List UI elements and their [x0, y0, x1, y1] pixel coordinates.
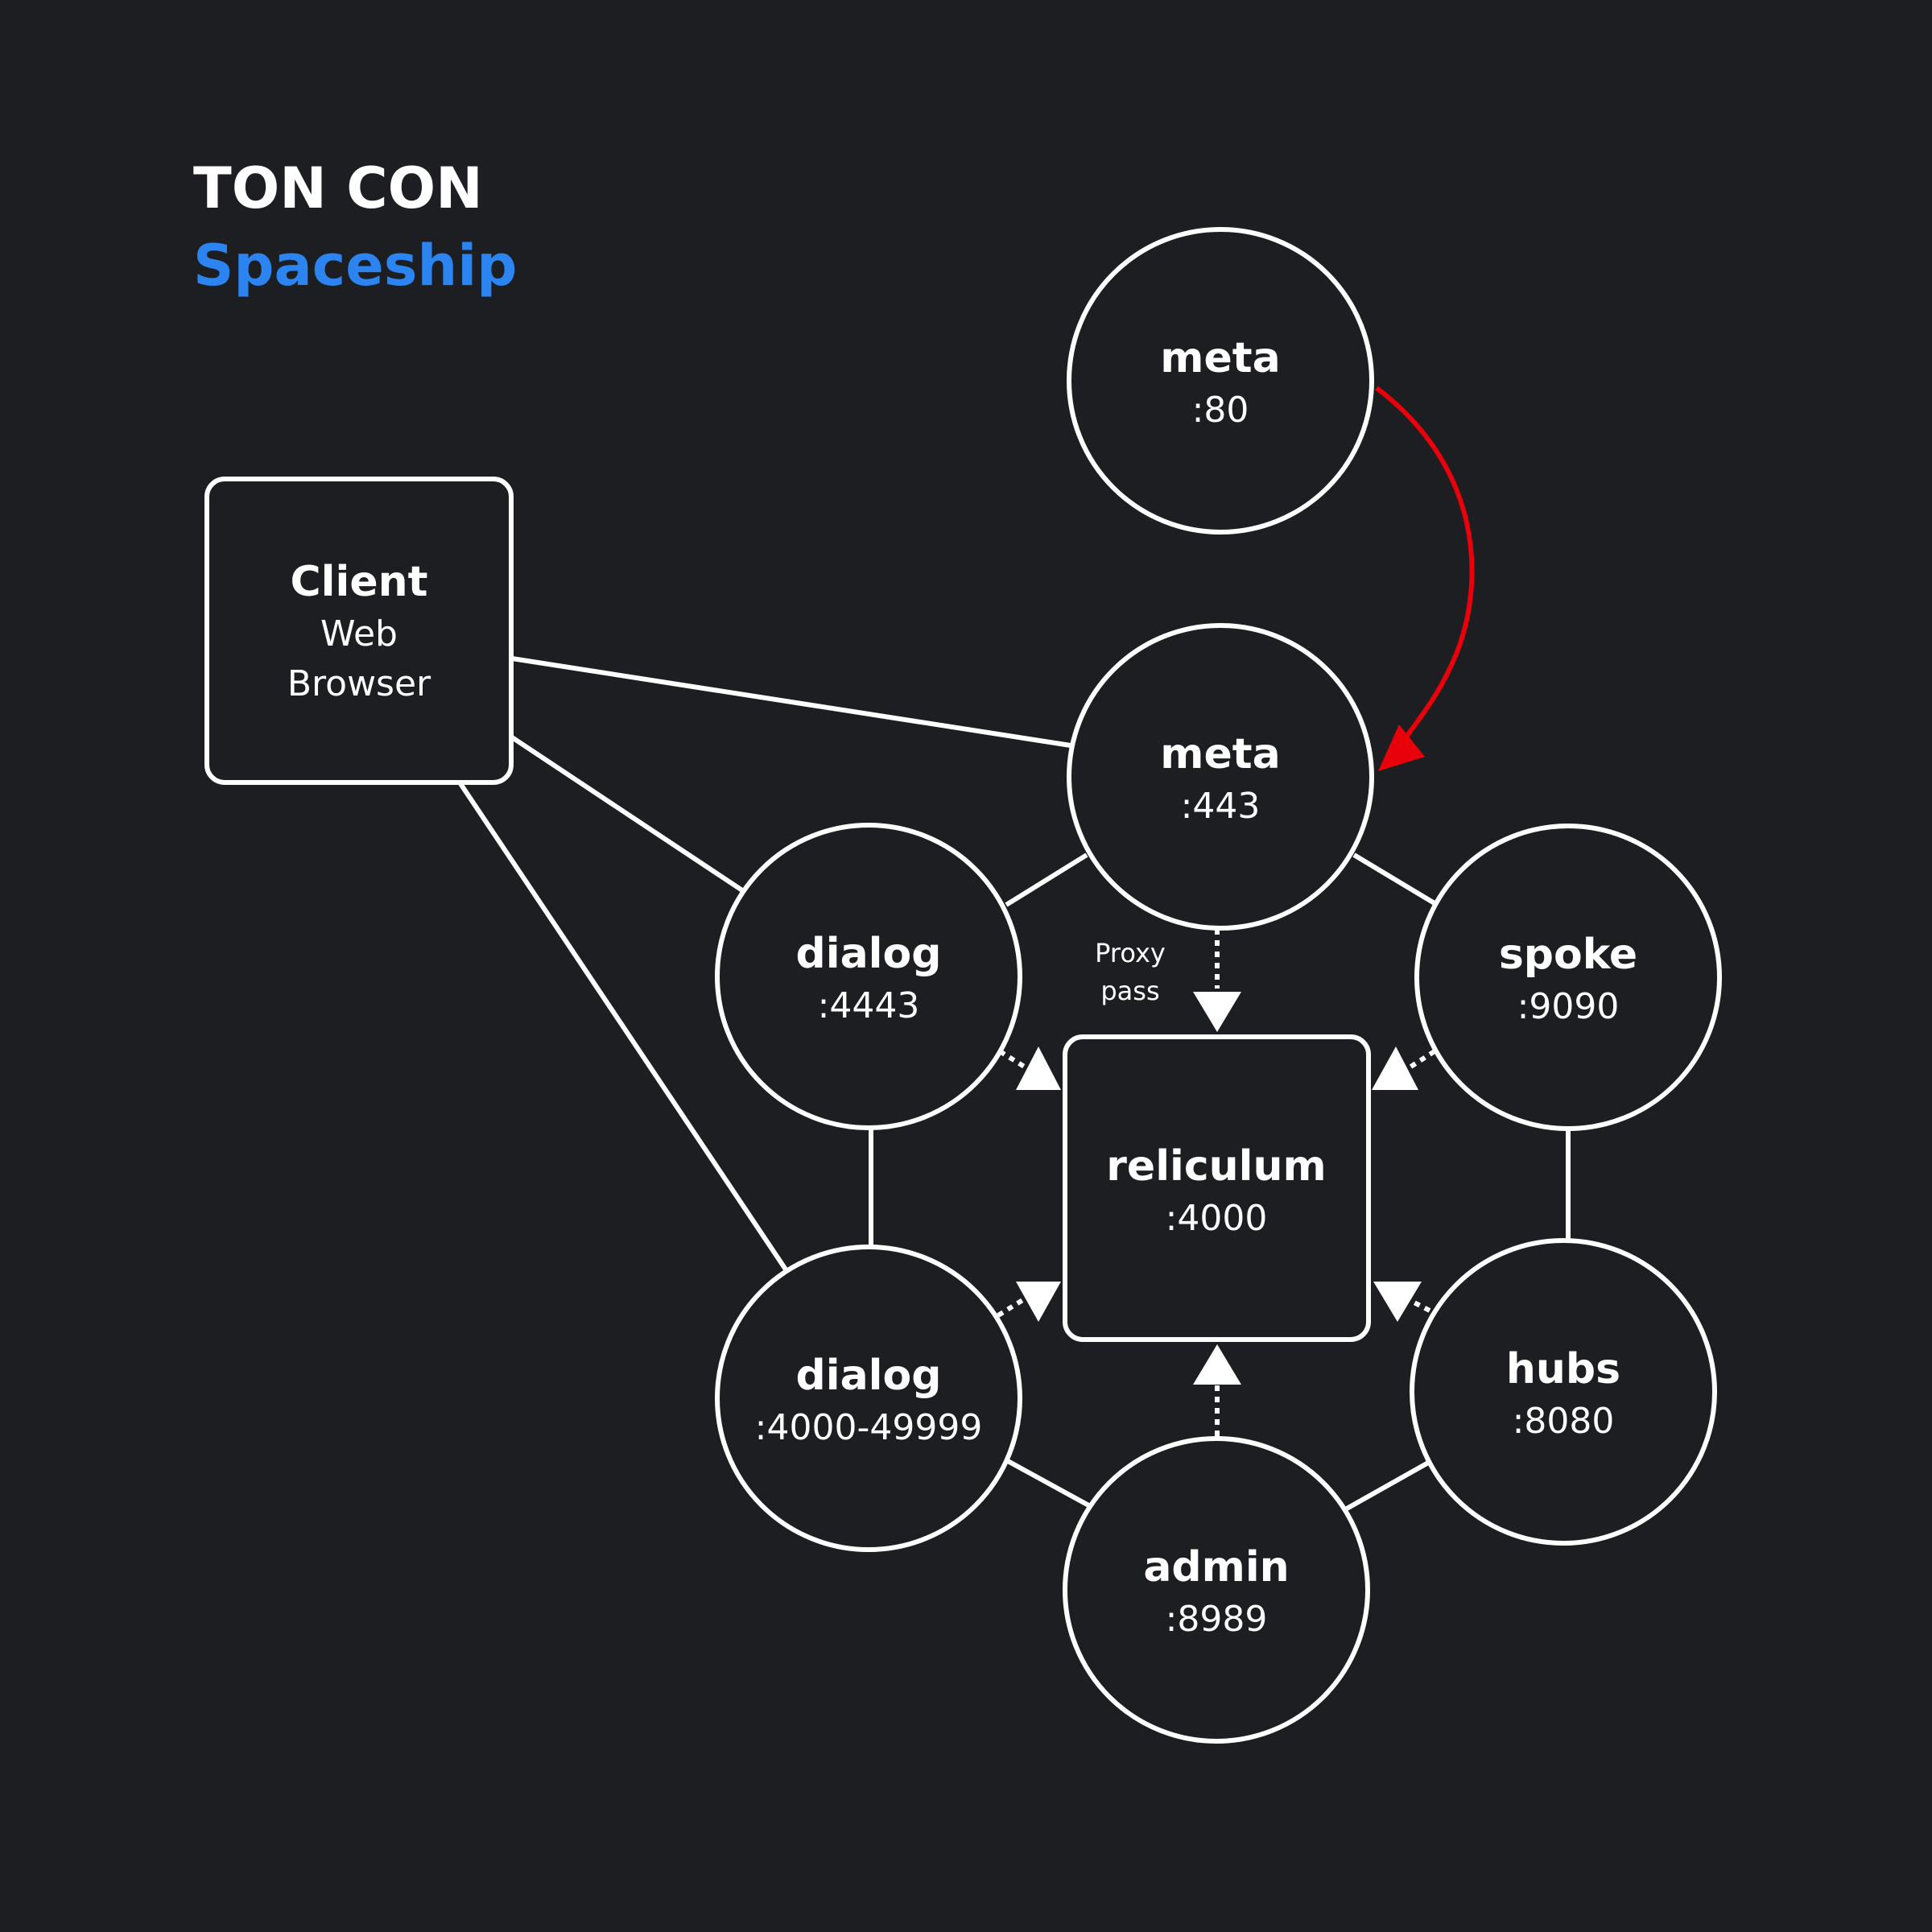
meta80-node [1067, 227, 1374, 535]
meta80-name: meta [1160, 334, 1280, 382]
proxy-label-line-2: pass [1100, 976, 1159, 1006]
redirect-arrowhead [1378, 724, 1425, 771]
admin-name: admin [1143, 1543, 1289, 1591]
admin-port: :8989 [1166, 1599, 1268, 1640]
meta443-node [1067, 623, 1374, 931]
proxy-line-dialog4443 [998, 1049, 1027, 1070]
dialog-range-node [715, 1245, 1022, 1552]
title-line-1: TON CON [193, 155, 483, 221]
hubs-node [1410, 1238, 1717, 1546]
reticulum-name: reliculum [1106, 1142, 1326, 1191]
proxy-line-spoke [1408, 1049, 1436, 1070]
admin-node [1063, 1436, 1370, 1744]
meta443-name: meta [1160, 730, 1280, 778]
proxy-arrow-dialog-range [1016, 1282, 1061, 1322]
meta80-port: :80 [1192, 390, 1249, 431]
hubs-port: :8080 [1513, 1401, 1615, 1442]
edge-meta443-spoke [1352, 852, 1436, 906]
edge-dialog-range-admin [1006, 1459, 1093, 1509]
client-node [204, 477, 514, 785]
proxy-arrow-dialog4443 [1016, 1046, 1061, 1090]
dialog4443-port: :4443 [818, 985, 920, 1026]
reticulum-port: :4000 [1166, 1198, 1268, 1239]
spoke-node [1414, 824, 1722, 1131]
proxy-line-dialog-range [997, 1297, 1026, 1318]
dialog-range-port: :4000-49999 [755, 1407, 983, 1448]
dialog4443-name: dialog [796, 930, 942, 978]
meta443-port: :443 [1181, 786, 1261, 827]
dialog-range-name: dialog [796, 1352, 942, 1400]
proxy-arrow-meta443 [1193, 992, 1241, 1032]
redirect-arrow [1375, 386, 1475, 741]
edge-meta443-dialog4443 [1005, 852, 1088, 907]
reticulum-node [1063, 1034, 1371, 1342]
proxy-arrow-spoke [1372, 1046, 1418, 1090]
client-name: Client [291, 558, 428, 606]
proxy-arrow-admin [1193, 1344, 1241, 1385]
edge-client-meta443 [511, 656, 1071, 748]
proxy-label-line-1: Proxy [1095, 938, 1166, 968]
proxy-arrow-hubs [1373, 1282, 1422, 1322]
spoke-name: spoke [1499, 931, 1637, 979]
client-line-2: Web [320, 613, 398, 654]
client-line-3: Browser [287, 663, 431, 704]
hubs-name: hubs [1506, 1345, 1620, 1393]
edge-client-dialog4443 [510, 735, 744, 893]
spoke-port: :9090 [1517, 986, 1620, 1027]
title-line-2: Spaceship [193, 233, 517, 299]
dialog4443-node [715, 823, 1022, 1130]
edge-hubs-admin [1345, 1459, 1431, 1511]
edge-client-dialog-range [457, 781, 788, 1271]
